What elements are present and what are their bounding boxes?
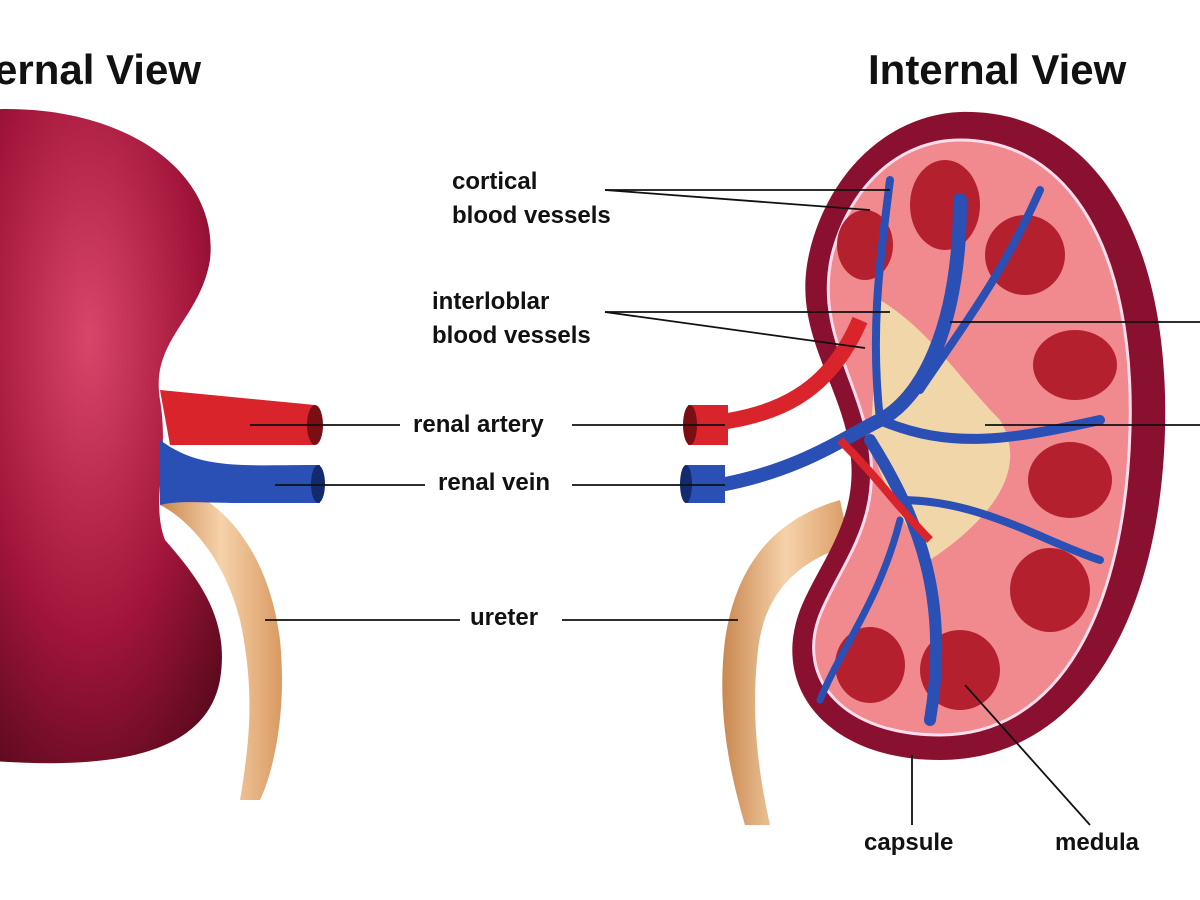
kidney-external <box>0 109 222 764</box>
label-capsule: capsule <box>864 829 954 856</box>
leader-lines <box>250 189 1200 826</box>
label-cortical: cortical <box>452 168 538 195</box>
title-external-view: ernal View <box>0 46 202 93</box>
label-interlobular: interloblar <box>432 288 550 315</box>
title-internal-view: Internal View <box>868 46 1127 93</box>
external-kidney <box>0 109 325 800</box>
label-medula: medula <box>1055 829 1140 856</box>
label-renal-vein: renal vein <box>438 469 551 496</box>
blood-vessels <box>713 176 1105 726</box>
internal-kidney <box>680 111 1166 825</box>
label-cortical-2: blood vessels <box>452 202 611 229</box>
ureter-internal <box>722 500 850 825</box>
label-ureter: ureter <box>470 604 539 631</box>
label-renal-artery: renal artery <box>413 411 544 438</box>
label-interlobular-2: blood vessels <box>432 322 591 349</box>
ureter-external <box>160 480 282 800</box>
medulla-pyramids <box>835 160 1117 710</box>
